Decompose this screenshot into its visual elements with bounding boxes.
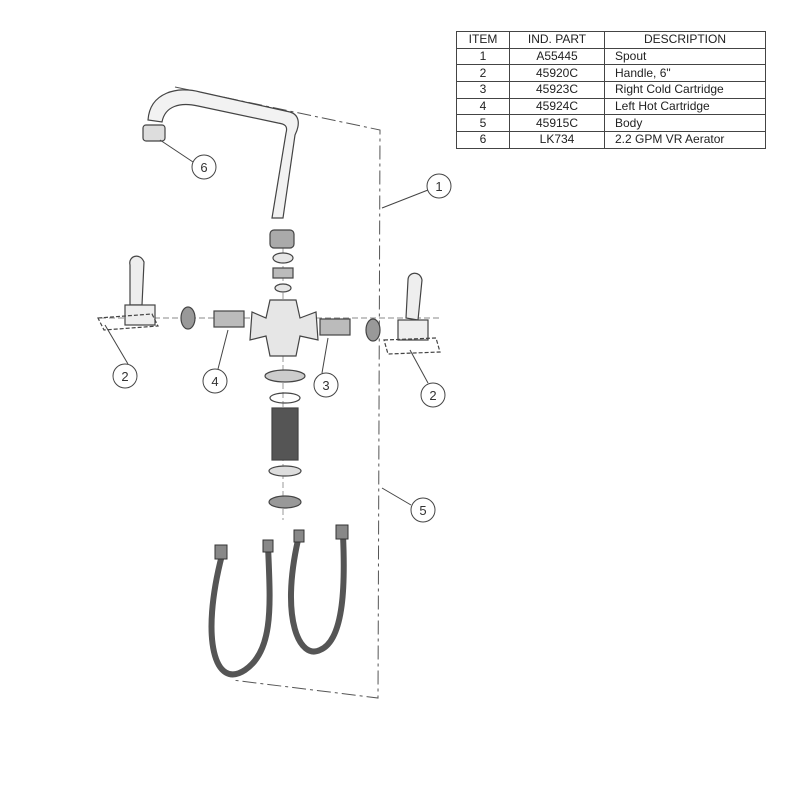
part-cell: 45924C — [509, 97, 605, 116]
left-handle — [129, 255, 145, 306]
svg-text:5: 5 — [419, 503, 426, 518]
faucet-body — [249, 299, 319, 357]
description-cell: 2.2 GPM VR Aerator — [604, 131, 766, 149]
cold-cartridge — [319, 318, 351, 336]
callout-5: 5 — [410, 497, 436, 523]
part-cell: 45923C — [509, 81, 605, 99]
hot-cartridge — [213, 310, 245, 328]
callout-2-right: 2 — [420, 382, 446, 408]
part-cell: LK734 — [509, 131, 605, 149]
svg-text:2: 2 — [429, 388, 436, 403]
supply-hose-left — [208, 542, 273, 678]
assembly-outline — [174, 86, 381, 699]
callout-1: 1 — [426, 173, 452, 199]
right-handle-plate — [383, 337, 441, 355]
description-cell: Handle, 6" — [604, 64, 766, 83]
description-cell: Spout — [604, 47, 766, 66]
svg-text:4: 4 — [211, 374, 218, 389]
callout-4: 4 — [202, 368, 228, 394]
svg-text:2: 2 — [121, 369, 128, 384]
callout-2-left: 2 — [112, 363, 138, 389]
callout-6: 6 — [191, 154, 217, 180]
body-stack — [249, 229, 319, 509]
threaded-shank — [271, 407, 299, 461]
aerator — [142, 124, 166, 142]
description-cell: Right Cold Cartridge — [604, 81, 766, 99]
right-handle — [405, 272, 423, 321]
spout — [142, 89, 299, 219]
callout-3: 3 — [313, 372, 339, 398]
description-cell: Left Hot Cartridge — [604, 97, 766, 116]
part-cell: A55445 — [509, 47, 605, 66]
svg-text:6: 6 — [200, 160, 207, 175]
svg-text:1: 1 — [435, 179, 442, 194]
left-handle-plate — [97, 313, 159, 331]
supply-hose-right — [288, 532, 347, 655]
svg-text:3: 3 — [322, 378, 329, 393]
